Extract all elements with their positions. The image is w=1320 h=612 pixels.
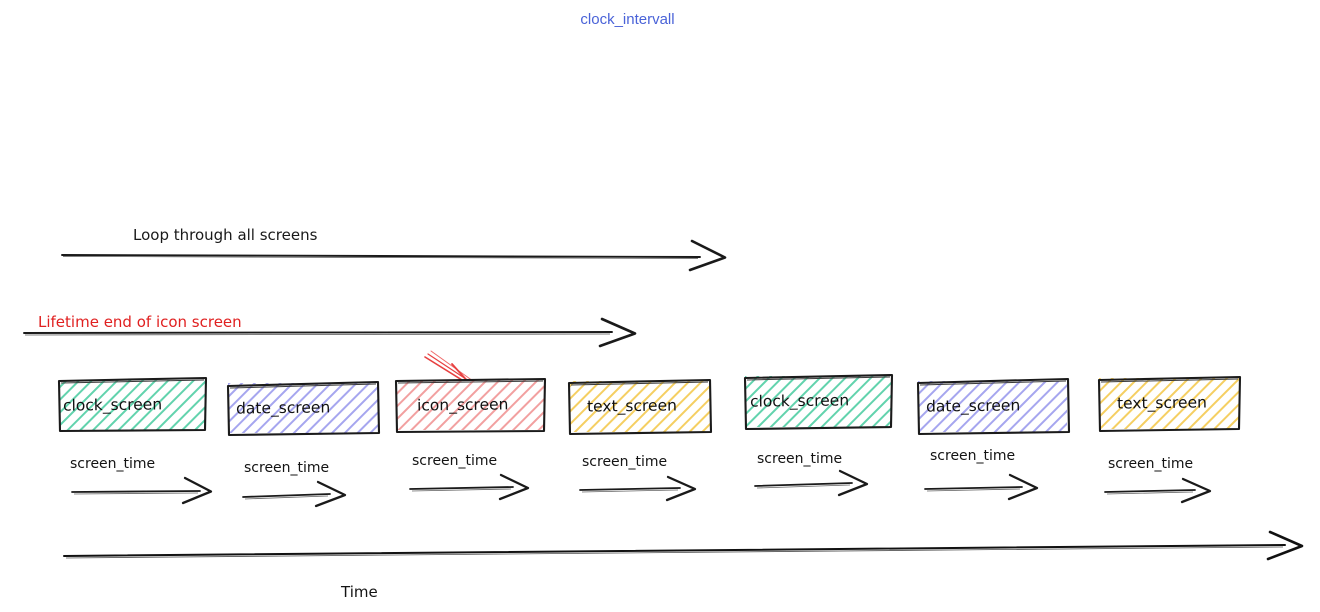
screen-time-arrow-6 <box>924 473 1039 501</box>
screen-time-arrow-4 <box>579 475 697 502</box>
screen-box-icon-screen[interactable] <box>394 377 547 434</box>
screen-box-clock-screen-1[interactable] <box>57 376 208 433</box>
screen-box-date-screen-1[interactable] <box>226 380 381 437</box>
page-title: clock_intervall <box>580 11 675 28</box>
screen-time-arrow-3 <box>409 473 530 501</box>
lifetime-arrow-label: Lifetime end of icon screen <box>38 313 242 331</box>
screen-box-text-screen-1[interactable] <box>567 378 713 436</box>
screen-time-label-3: screen_time <box>412 453 498 469</box>
screen-time-arrow-2 <box>242 480 347 508</box>
screen-time-label-7: screen_time <box>1108 456 1194 472</box>
screen-time-label-4: screen_time <box>582 454 668 470</box>
screen-box-text-screen-2[interactable] <box>1097 375 1242 433</box>
screen-time-arrow-7 <box>1104 477 1212 504</box>
screen-box-date-screen-2[interactable] <box>916 377 1071 436</box>
loop-arrow-label: Loop through all screens <box>133 226 318 244</box>
time-axis-label: Time <box>341 583 378 601</box>
screen-time-label-2: screen_time <box>244 460 330 476</box>
screen-time-arrow-5 <box>754 469 869 497</box>
lifetime-end-arrow <box>23 317 637 348</box>
screen-time-label-1: screen_time <box>70 456 156 472</box>
screen-box-clock-screen-2[interactable] <box>743 373 894 431</box>
screen-time-label-5: screen_time <box>757 451 843 467</box>
screen-time-arrow-1 <box>71 476 213 505</box>
loop-through-all-screens-arrow <box>61 239 727 272</box>
screen-time-label-6: screen_time <box>930 448 1016 464</box>
time-axis <box>63 530 1304 561</box>
